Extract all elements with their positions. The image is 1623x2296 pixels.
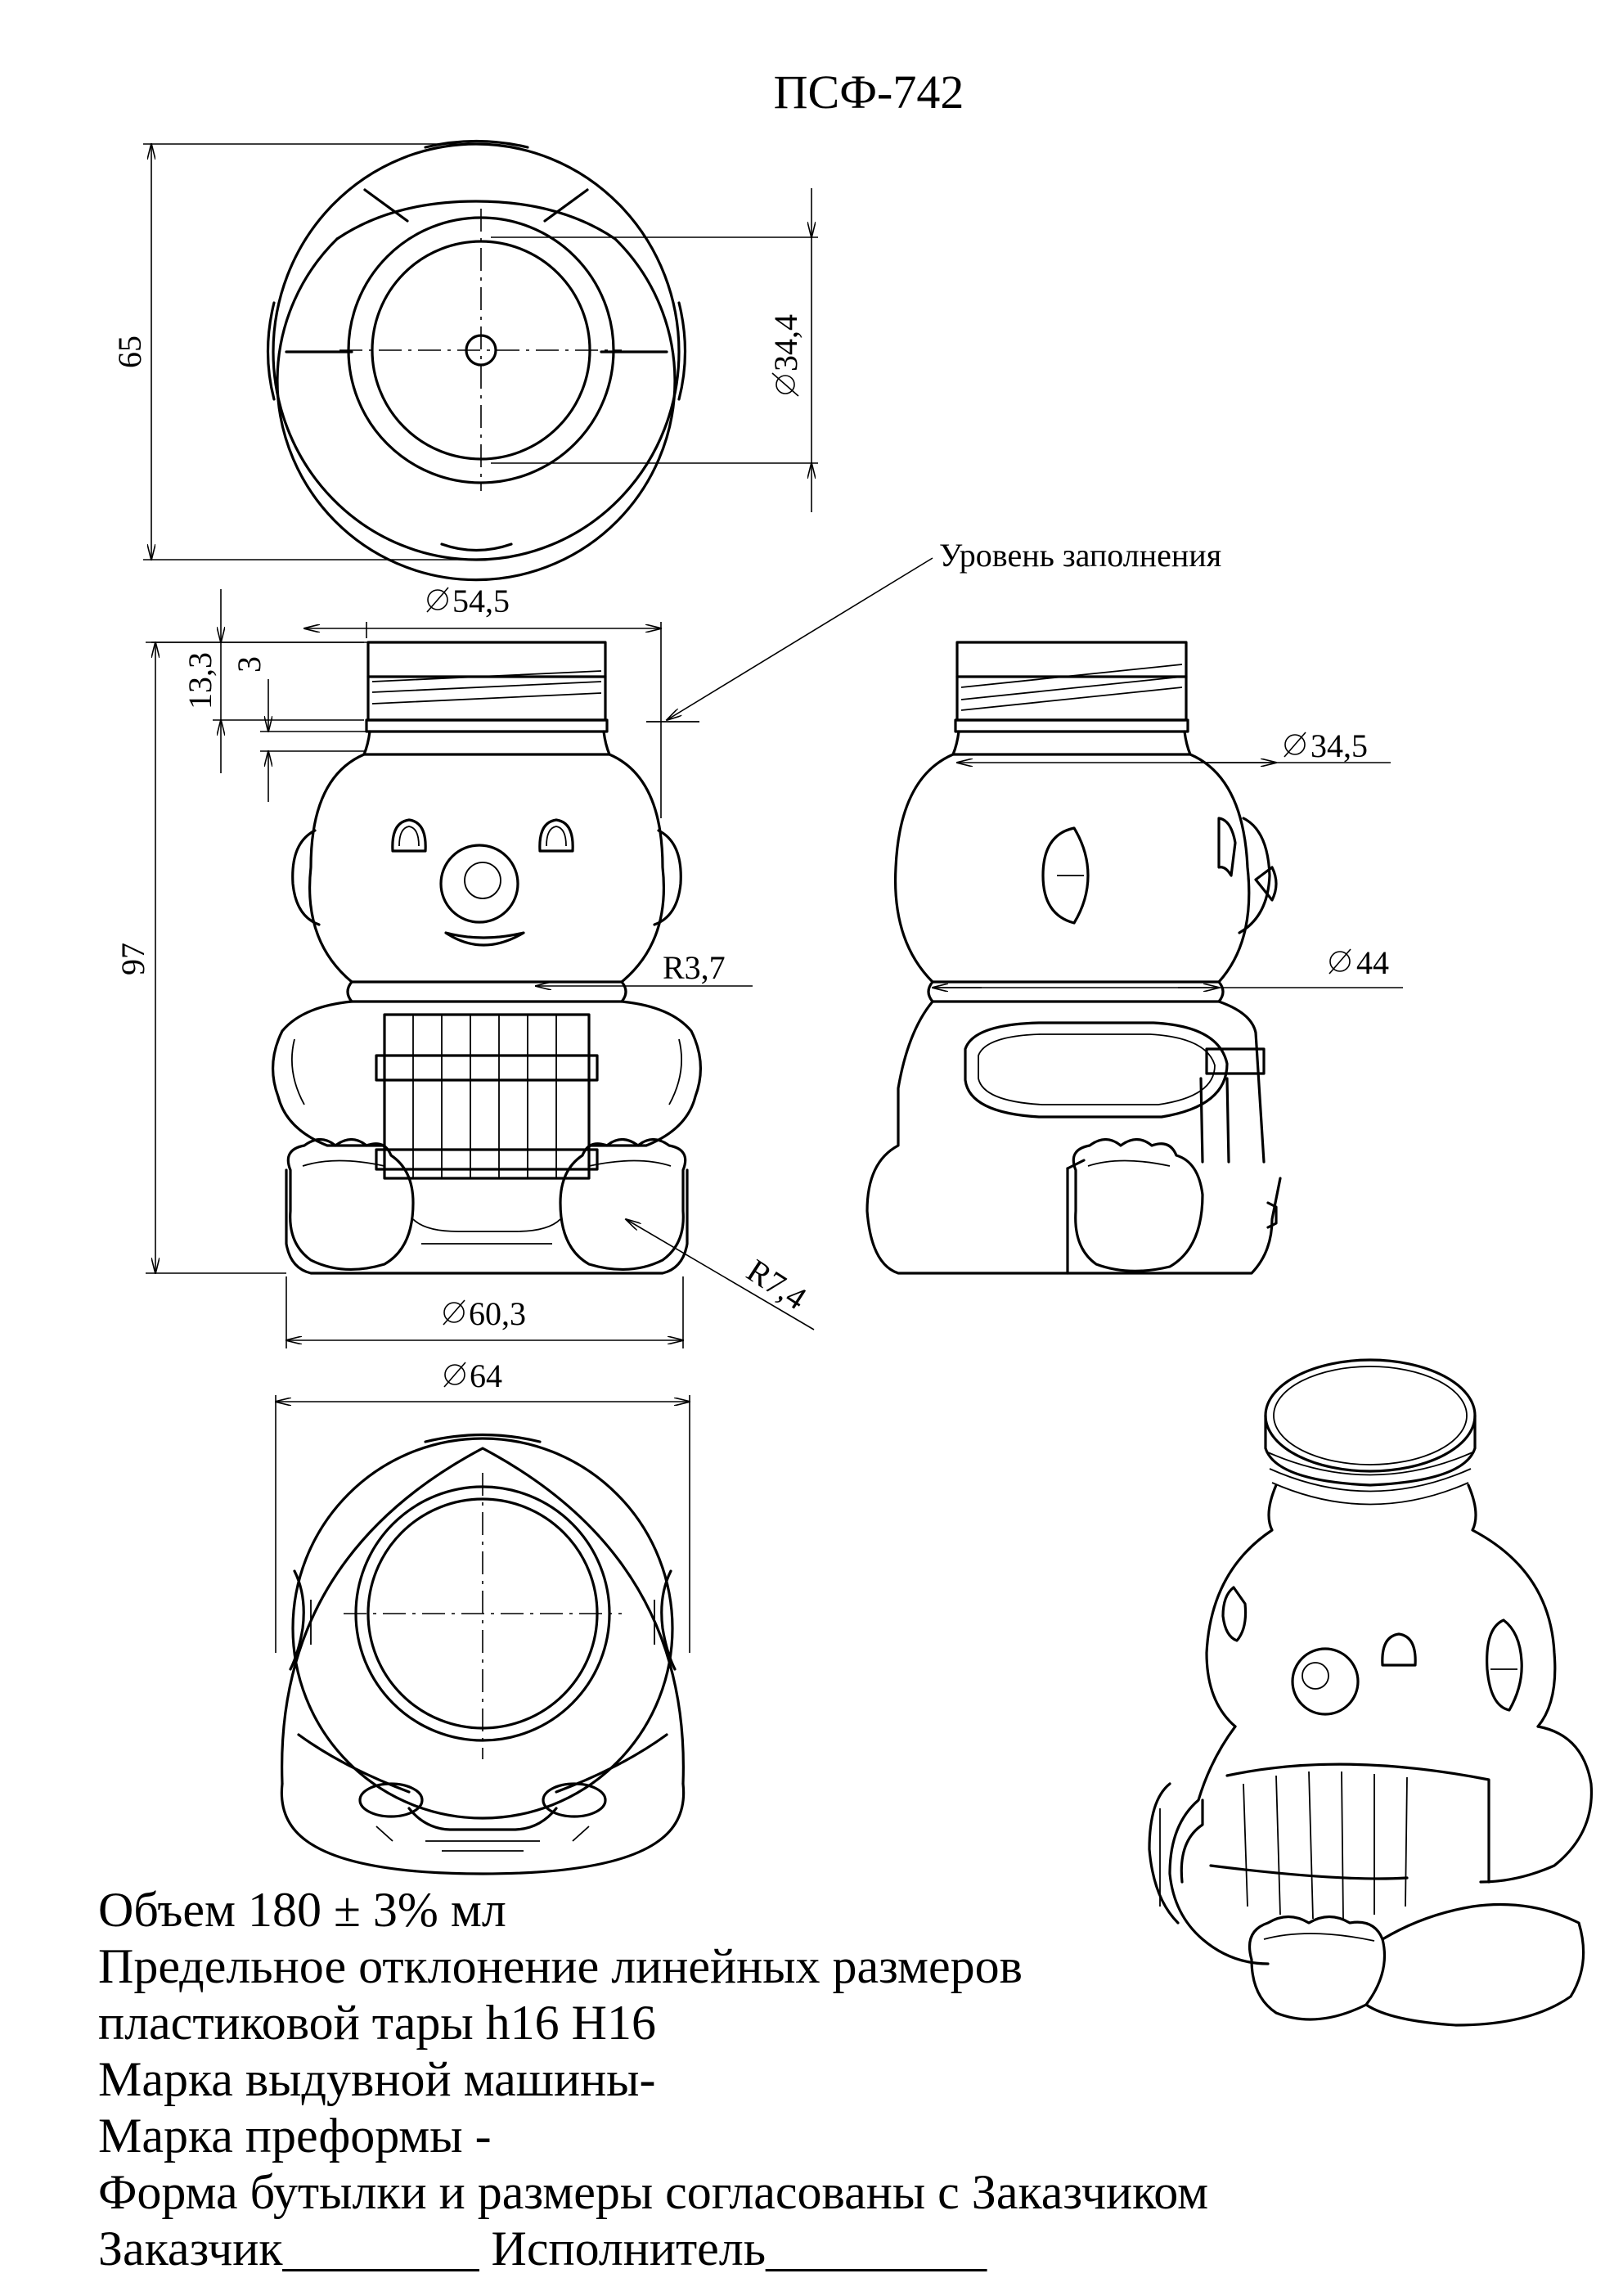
dimension-65-label: 65 xyxy=(111,335,148,368)
side-view xyxy=(865,641,1282,1275)
dimension-3: 3 xyxy=(231,656,366,802)
dimension-diam-34-4-label: 34,4 xyxy=(767,314,804,371)
drawing-title: ПСФ-742 xyxy=(774,65,964,119)
dimension-diam-60-3-label: 60,3 xyxy=(469,1295,526,1332)
dimension-3-label: 3 xyxy=(231,656,268,673)
note-volume: Объем 180 ± 3% мл xyxy=(98,1883,506,1937)
dimension-diam-64-label: 64 xyxy=(470,1357,502,1394)
isometric-view xyxy=(1148,1358,1594,2027)
dimension-diam-44: 44 xyxy=(933,944,1403,988)
note-tolerance-line1: Предельное отклонение линейных размеров xyxy=(98,1939,1023,1993)
bottom-view xyxy=(280,1433,686,1875)
dimension-13-3: 13,3 xyxy=(151,589,368,773)
dimension-diam-34-5-label: 34,5 xyxy=(1311,727,1368,764)
dimension-diam-54-5-label: 54,5 xyxy=(452,583,510,619)
front-view xyxy=(272,641,702,1275)
dimension-65: 65 xyxy=(111,144,474,560)
fill-level-label: Уровень заполнения xyxy=(939,537,1221,574)
dimension-diam-34-4: 34,4 xyxy=(491,188,818,512)
note-preform: Марка преформы - xyxy=(98,2109,492,2163)
dimension-diam-54-5: 54,5 xyxy=(304,583,661,818)
dimension-97: 97 xyxy=(115,642,364,1273)
dimension-diam-60-3: 60,3 xyxy=(286,1276,683,1348)
top-view xyxy=(266,139,687,582)
note-signatures: Заказчик________ Исполнитель_________ xyxy=(98,2222,987,2276)
radius-3-7: R3,7 xyxy=(536,949,753,986)
note-blow-machine: Марка выдувной машины- xyxy=(98,2052,656,2106)
notes-block: Объем 180 ± 3% мл Предельное отклонение … xyxy=(98,1882,1208,2277)
dimension-diam-44-label: 44 xyxy=(1356,944,1389,981)
note-tolerance-line2: пластиковой тары h16 H16 xyxy=(98,1996,657,2050)
dimension-diam-64: 64 xyxy=(276,1357,690,1653)
dimension-13-3-label: 13,3 xyxy=(182,652,218,709)
dimension-diam-34-5: 34,5 xyxy=(957,727,1391,764)
fill-level-leader: Уровень заполнения xyxy=(646,537,1221,723)
dimension-97-label: 97 xyxy=(115,943,151,975)
radius-3-7-label: R3,7 xyxy=(663,949,726,986)
note-agreed: Форма бутылки и размеры согласованы с За… xyxy=(98,2165,1209,2219)
